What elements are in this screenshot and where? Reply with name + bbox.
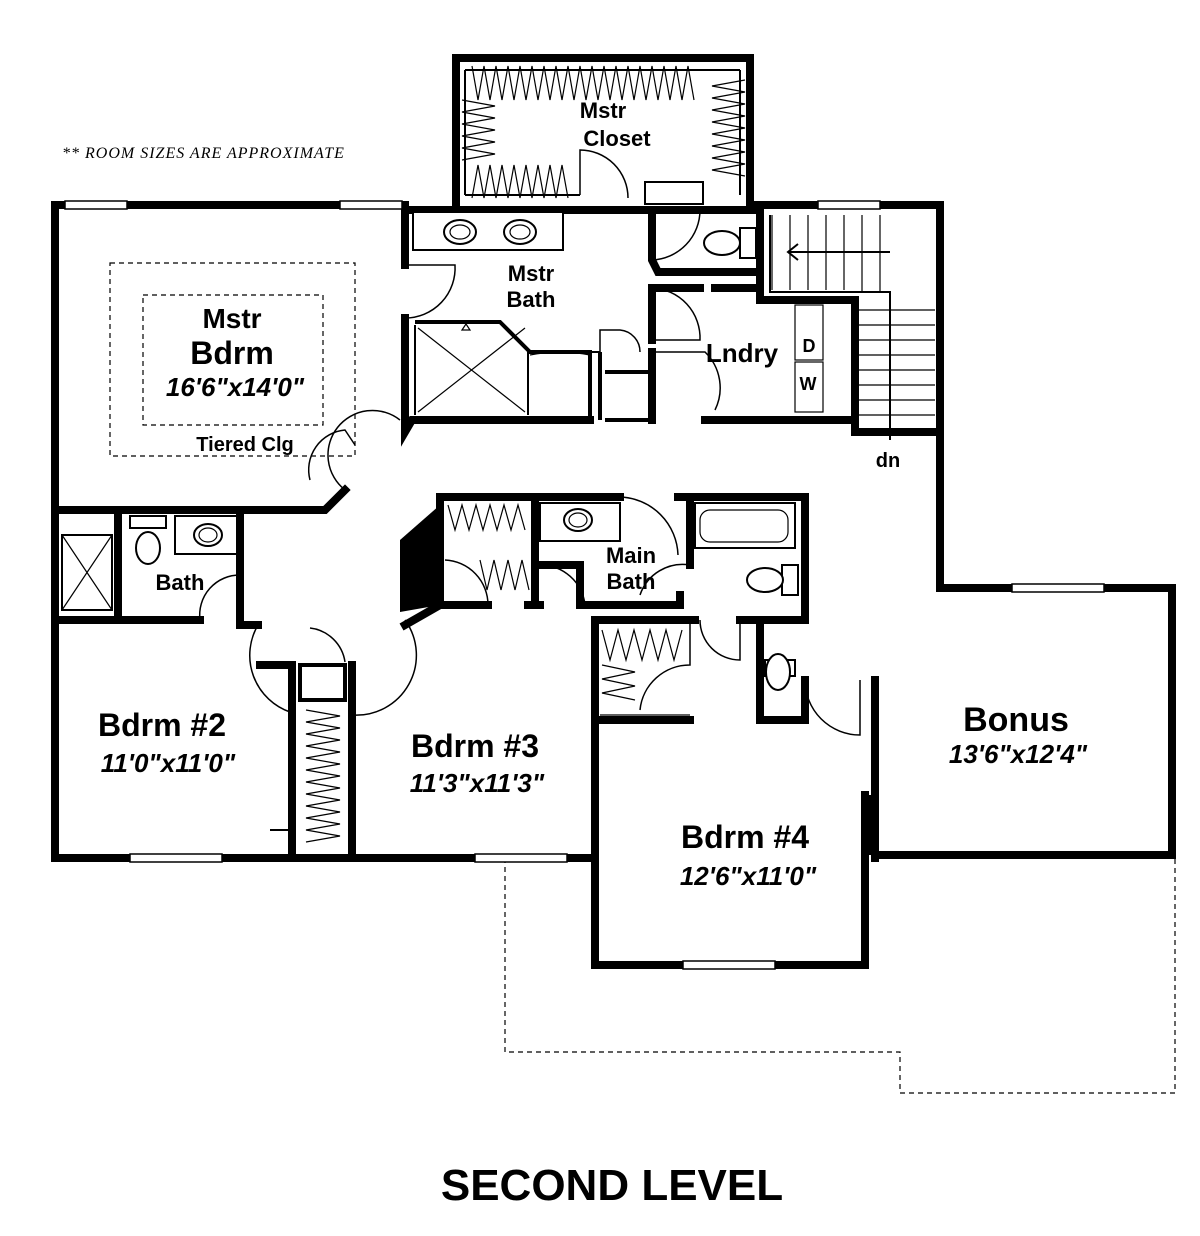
bdrm2-label: Bdrm #2 [98, 707, 226, 743]
bath-fixtures [61, 515, 238, 611]
bonus-label: Bonus [963, 701, 1069, 739]
mstr-closet-label-1: Mstr [580, 98, 627, 123]
bdrm4-label: Bdrm #4 [681, 819, 809, 855]
bonus-size: 13'6"x12'4" [949, 739, 1088, 769]
mstr-bath-label-2: Bath [507, 287, 556, 312]
bdrm3-size: 11'3"x11'3" [410, 768, 545, 798]
bdrm3-label: Bdrm #3 [411, 728, 539, 764]
labels: ** ROOM SIZES ARE APPROXIMATE Mstr Close… [62, 98, 1088, 1210]
lower-level-outline [504, 858, 1176, 1094]
bdrm2-size: 11'0"x11'0" [101, 748, 236, 778]
approximate-note: ** ROOM SIZES ARE APPROXIMATE [62, 145, 345, 162]
stairs-direction-label: dn [876, 450, 900, 472]
main-bath-label-1: Main [606, 543, 656, 568]
interior-walls [51, 201, 879, 862]
stairs [769, 215, 935, 440]
mstr-bdrm-size: 16'6"x14'0" [166, 372, 305, 402]
master-bath-fixtures [412, 211, 757, 413]
mstr-closet-label-2: Closet [583, 126, 651, 151]
windows [64, 200, 1105, 970]
bdrm2-closet [270, 709, 341, 843]
tiered-ceiling-label: Tiered Clg [196, 434, 293, 456]
tiered-ceiling-outline [109, 262, 356, 457]
mstr-bdrm-label-1: Mstr [202, 303, 261, 334]
solid-blocks [400, 505, 878, 855]
closet-shelving [461, 65, 746, 205]
bdrm4-size: 12'6"x11'0" [680, 861, 817, 891]
main-bath-label-2: Bath [607, 569, 656, 594]
washer-dryer [794, 304, 824, 413]
main-bath-fixtures [447, 502, 799, 701]
laundry-label: Lndry [706, 338, 779, 368]
doors [198, 149, 861, 736]
mstr-bath-label-1: Mstr [508, 261, 555, 286]
mstr-bdrm-label-2: Bdrm [190, 335, 274, 371]
dryer-label: D [803, 336, 816, 356]
level-title: SECOND LEVEL [441, 1161, 783, 1210]
washer-label: W [800, 374, 817, 394]
bath-label: Bath [156, 570, 205, 595]
